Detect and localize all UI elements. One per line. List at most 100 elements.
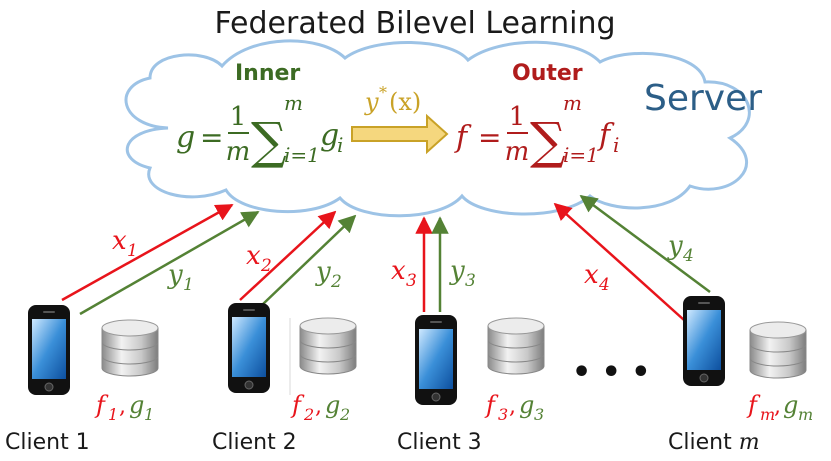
outer-num: 1 <box>509 102 526 132</box>
outer-sub: i=1 <box>563 143 599 167</box>
svg-text:3: 3 <box>465 271 476 291</box>
svg-text:x: x <box>246 241 261 271</box>
phone-icon <box>27 304 71 396</box>
transfer-label: y <box>364 88 379 116</box>
inner-sum: ∑ <box>251 112 287 170</box>
svg-text:g: g <box>325 391 340 419</box>
inner-den: m <box>226 137 251 167</box>
svg-text:4: 4 <box>598 275 610 295</box>
database-icon <box>101 319 159 377</box>
svg-text:y: y <box>315 257 331 287</box>
svg-text:2: 2 <box>303 405 314 424</box>
communication-arrows <box>61 194 711 321</box>
svg-text:m: m <box>760 405 775 424</box>
svg-text:f: f <box>746 391 761 419</box>
client-3-functions: f 3 , g 3 <box>484 391 544 424</box>
svg-text:2: 2 <box>260 256 272 276</box>
client-1-functions: f 1 , g 1 <box>94 391 154 424</box>
svg-text:f: f <box>290 391 305 419</box>
svg-text:f: f <box>94 391 109 419</box>
client-m-name: Client m <box>668 430 760 455</box>
phone-icon <box>227 302 271 394</box>
diagram-title: Federated Bilevel Learning <box>214 6 615 41</box>
svg-text:1: 1 <box>183 275 194 295</box>
phone-icon <box>682 295 726 387</box>
inner-eq: = <box>200 121 223 154</box>
client-m: f m , g m Client m <box>668 295 813 455</box>
outer-label: Outer <box>512 61 583 86</box>
outer-eq: = <box>478 121 501 154</box>
client-2-functions: f 2 , g 2 <box>290 391 350 424</box>
inner-label: Inner <box>235 61 300 86</box>
inner-term: g <box>320 118 339 153</box>
svg-text:,: , <box>774 394 781 419</box>
svg-text:m: m <box>798 405 813 424</box>
svg-text:x: x <box>112 226 127 256</box>
svg-text:1: 1 <box>144 405 154 424</box>
client-1: f 1 , g 1 Client 1 <box>5 304 159 455</box>
svg-text:,: , <box>315 394 322 419</box>
svg-text:y: y <box>449 256 465 286</box>
svg-text:3: 3 <box>406 271 417 291</box>
svg-text:y: y <box>167 260 183 290</box>
svg-text:g: g <box>519 391 534 419</box>
server-label: Server <box>644 78 762 119</box>
svg-text:,: , <box>119 394 126 419</box>
arrow-x4 <box>553 202 685 321</box>
svg-text:g: g <box>129 391 144 419</box>
client-3: f 3 , g 3 Client 3 <box>397 314 545 455</box>
svg-text:x: x <box>391 256 406 286</box>
inner-term-sub: i <box>337 133 343 157</box>
database-icon <box>299 317 357 375</box>
inner-lhs: g <box>176 120 195 155</box>
transfer-arrow: y * (x) <box>351 83 449 155</box>
svg-text:y: y <box>667 231 683 261</box>
client-2-name: Client 2 <box>212 430 297 455</box>
database-icon <box>749 321 807 379</box>
svg-text:3: 3 <box>498 405 508 424</box>
arrow-x2 <box>239 210 337 301</box>
svg-text:1: 1 <box>127 241 138 261</box>
svg-text:x: x <box>584 260 599 290</box>
transfer-sup: * <box>379 83 387 102</box>
transfer-arg: (x) <box>389 88 421 116</box>
inner-formula: g = 1 m ∑ m i=1 g i <box>176 91 343 170</box>
client-2: f 2 , g 2 Client 2 <box>212 302 357 455</box>
database-icon <box>487 317 545 375</box>
client-m-functions: f m , g m <box>746 391 813 424</box>
outer-term-sub: i <box>613 133 619 157</box>
outer-sum: ∑ <box>530 112 566 170</box>
inner-sub: i=1 <box>284 143 320 167</box>
phone-icon <box>414 314 458 406</box>
outer-den: m <box>505 137 530 167</box>
svg-text:3: 3 <box>534 405 544 424</box>
svg-text:4: 4 <box>682 246 694 266</box>
arrow-y1 <box>79 210 260 316</box>
client-1-name: Client 1 <box>5 430 90 455</box>
client-3-name: Client 3 <box>397 430 482 455</box>
svg-text:2: 2 <box>330 272 342 292</box>
svg-text:g: g <box>783 391 798 419</box>
outer-sup: m <box>563 91 582 115</box>
svg-text:2: 2 <box>339 405 350 424</box>
svg-text:,: , <box>509 394 516 419</box>
arrow-y2 <box>261 214 357 306</box>
arrow-y4 <box>579 194 711 294</box>
outer-formula: f = 1 m ∑ m i=1 f i <box>454 91 619 170</box>
arrow-x1 <box>61 203 234 302</box>
svg-text:1: 1 <box>108 405 118 424</box>
inner-sup: m <box>284 91 303 115</box>
ellipsis: • • • <box>572 355 650 390</box>
svg-text:f: f <box>484 391 499 419</box>
inner-num: 1 <box>230 102 247 132</box>
